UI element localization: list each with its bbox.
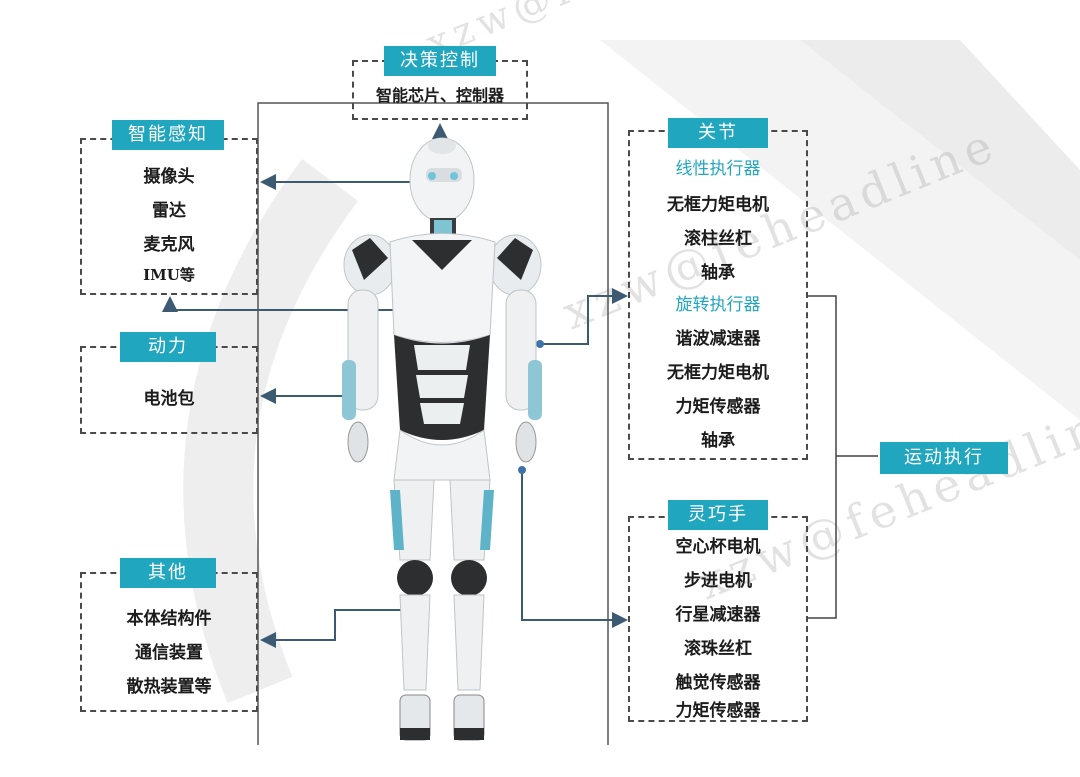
motion-execution-tag: 运动执行: [880, 442, 1008, 474]
hand-item: 行星减速器: [675, 605, 761, 625]
joint-item: 滚柱丝杠: [684, 229, 752, 249]
other-item: 通信装置: [135, 643, 203, 663]
perception-tag: 智能感知: [112, 120, 224, 150]
power-item: 电池包: [143, 389, 195, 409]
joint-item: 无框力矩电机: [667, 363, 769, 383]
joint-item: 轴承: [701, 263, 735, 283]
hand-item: 触觉传感器: [675, 673, 761, 693]
perception-item: 摄像头: [143, 167, 195, 187]
rotary-actuator-header: 旋转执行器: [675, 295, 761, 315]
decision-control-tag: 决策控制: [384, 46, 496, 76]
other-item: 散热装置等: [126, 677, 212, 697]
power-tag: 动力: [120, 332, 216, 362]
perception-item: IMU等: [143, 266, 195, 284]
dexterous-hand-box: 空心杯电机 步进电机 行星减速器 滚珠丝杠 触觉传感器 力矩传感器: [628, 516, 808, 722]
joint-box: 线性执行器 无框力矩电机 滚柱丝杠 轴承 旋转执行器 谐波减速器 无框力矩电机 …: [628, 130, 808, 460]
other-item: 本体结构件: [126, 609, 212, 629]
perception-item: 麦克风: [143, 235, 195, 255]
decision-item: 智能芯片、控制器: [375, 86, 504, 105]
dexterous-hand-tag: 灵巧手: [668, 500, 768, 530]
hand-item: 力矩传感器: [675, 701, 761, 721]
hand-item: 空心杯电机: [675, 537, 761, 557]
other-tag: 其他: [120, 558, 216, 588]
joint-item: 力矩传感器: [675, 397, 761, 417]
perception-box: 摄像头 雷达 麦克风 IMU等: [80, 138, 258, 295]
hand-item: 滚珠丝杠: [684, 639, 752, 659]
joint-item: 谐波减速器: [675, 329, 761, 349]
hand-item: 步进电机: [684, 571, 752, 591]
other-box: 本体结构件 通信装置 散热装置等: [80, 572, 258, 712]
perception-item: 雷达: [152, 201, 186, 221]
joint-tag: 关节: [668, 118, 768, 148]
joint-item: 无框力矩电机: [667, 195, 769, 215]
humanoid-robot-illustration: [342, 137, 542, 741]
linear-actuator-header: 线性执行器: [675, 159, 761, 179]
joint-item: 轴承: [701, 431, 735, 451]
